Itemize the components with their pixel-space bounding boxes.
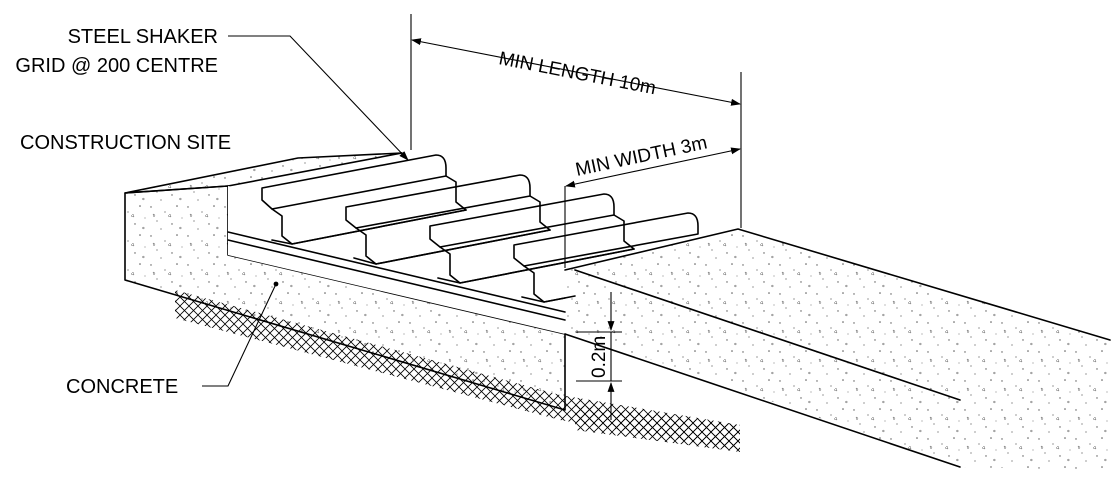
min-width-label: MIN WIDTH 3m [574,132,709,180]
concrete-leader [202,283,277,387]
rail-4 [513,212,699,303]
steel-rails [261,154,699,303]
concrete-label: CONCRETE [66,376,178,398]
length-dimension-arrow [411,38,741,106]
steel-shaker-leader [228,35,409,161]
grid-base-line-2 [227,239,566,321]
rail-1 [261,154,467,245]
right-step-edge [574,269,961,401]
width-dimension-arrow [565,147,741,188]
ground-hatch-right [575,405,740,452]
min-length-label: MIN LENGTH 10m [497,48,657,99]
right-lower-edge [564,333,961,468]
steel-shaker-label-line2: GRID @ 200 CENTRE [15,55,218,77]
rail-3 [429,193,635,284]
steel-shaker-label-line1: STEEL SHAKER [68,26,218,48]
concrete-block-right [565,229,1110,470]
right-surface-edge [564,228,1111,341]
construction-site-label: CONSTRUCTION SITE [20,132,231,154]
grid-base-line [227,231,566,313]
concrete-leader-dot [273,281,279,287]
depth-label: 0.2m [589,336,610,378]
